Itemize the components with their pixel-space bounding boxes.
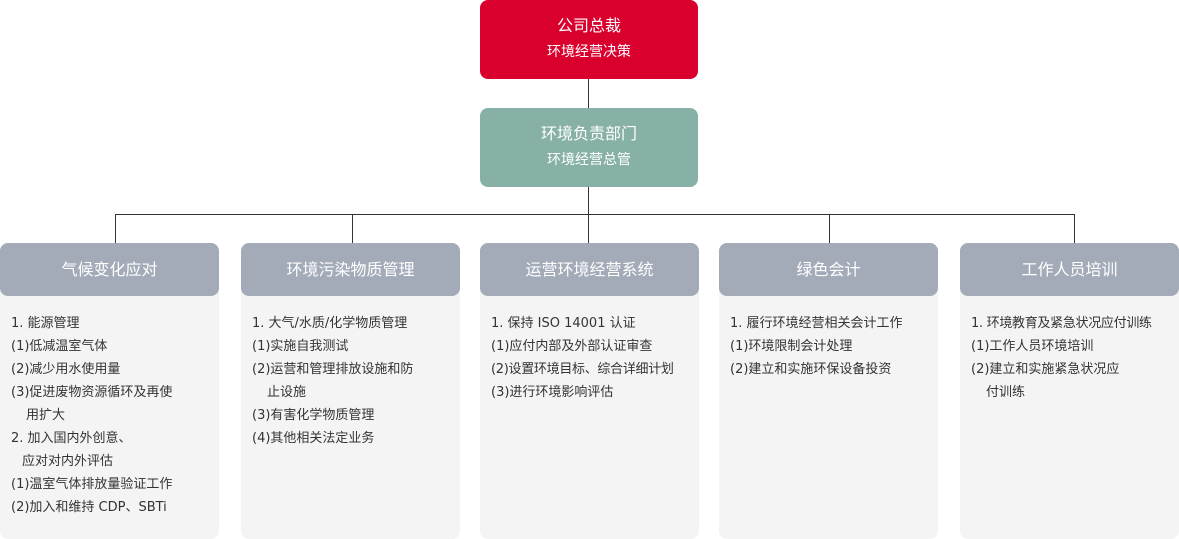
connector-drop-1 xyxy=(115,214,116,243)
list-item: (1)实施自我测试 xyxy=(252,339,349,354)
connector-drop-5 xyxy=(1074,214,1075,243)
column-title: 环境污染物质管理 xyxy=(241,243,460,296)
list-item: (3)进行环境影响评估 xyxy=(491,385,614,400)
president-box: 公司总裁 环境经营决策 xyxy=(480,0,698,79)
column-body: 1. 能源管理 (1)低减温室气体 (2)减少用水使用量 (3)促进废物资源循环… xyxy=(0,296,219,519)
list-item: (4)其他相关法定业务 xyxy=(252,431,375,446)
environment-department-box: 环境负责部门 环境经营总管 xyxy=(480,108,698,187)
list-item: 1. 保持 ISO 14001 认证 xyxy=(491,316,636,331)
list-item: 1. 履行环境经营相关会计工作 xyxy=(730,316,903,331)
list-item: (1)应付内部及外部认证审查 xyxy=(491,339,653,354)
column-pollutant-management: 环境污染物质管理 1. 大气/水质/化学物质管理 (1)实施自我测试 (2)运营… xyxy=(241,243,460,539)
list-item: (2)减少用水使用量 xyxy=(11,362,121,377)
list-item: (1)低减温室气体 xyxy=(11,339,108,354)
column-body: 1. 履行环境经营相关会计工作 (1)环境限制会计处理 (2)建立和实施环保设备… xyxy=(719,296,938,381)
column-staff-training: 工作人员培训 1. 环境教育及紧急状况应付训练 (1)工作人员环境培训 (2)建… xyxy=(960,243,1179,539)
president-title: 公司总裁 xyxy=(556,16,621,35)
list-item: 付训练 xyxy=(986,385,1026,400)
column-green-accounting: 绿色会计 1. 履行环境经营相关会计工作 (1)环境限制会计处理 (2)建立和实… xyxy=(719,243,938,539)
list-item: 用扩大 xyxy=(26,408,66,423)
list-item: 1. 大气/水质/化学物质管理 xyxy=(252,316,408,331)
list-item: 1. 能源管理 xyxy=(11,316,80,331)
list-item: (3)促进废物资源循环及再使 xyxy=(11,385,173,400)
column-title: 运营环境经营系统 xyxy=(480,243,699,296)
list-item: 应对对内外评估 xyxy=(22,454,114,469)
list-item: (2)运营和管理排放设施和防 xyxy=(252,362,414,377)
president-role: 环境经营决策 xyxy=(547,44,631,60)
list-item: (2)加入和维持 CDP、SBTi xyxy=(11,500,167,515)
connector-drop-4 xyxy=(829,214,830,243)
connector-drop-3 xyxy=(588,214,589,243)
column-title: 工作人员培训 xyxy=(960,243,1179,296)
column-title: 绿色会计 xyxy=(719,243,938,296)
list-item: (1)工作人员环境培训 xyxy=(971,339,1094,354)
connector-middle xyxy=(588,187,589,215)
column-environmental-management-system: 运营环境经营系统 1. 保持 ISO 14001 认证 (1)应付内部及外部认证… xyxy=(480,243,699,539)
list-item: (2)建立和实施环保设备投资 xyxy=(730,362,892,377)
column-body: 1. 大气/水质/化学物质管理 (1)实施自我测试 (2)运营和管理排放设施和防… xyxy=(241,296,460,450)
connector-horizontal xyxy=(115,214,1075,215)
list-item: (2)设置环境目标、综合详细计划 xyxy=(491,362,674,377)
connector-top xyxy=(588,79,589,108)
list-item: (3)有害化学物质管理 xyxy=(252,408,375,423)
list-item: 止设施 xyxy=(267,385,307,400)
department-title: 环境负责部门 xyxy=(540,124,637,143)
column-body: 1. 环境教育及紧急状况应付训练 (1)工作人员环境培训 (2)建立和实施紧急状… xyxy=(960,296,1179,404)
list-item: 1. 环境教育及紧急状况应付训练 xyxy=(971,316,1152,331)
column-body: 1. 保持 ISO 14001 认证 (1)应付内部及外部认证审查 (2)设置环… xyxy=(480,296,699,404)
list-item: (2)建立和实施紧急状况应 xyxy=(971,362,1120,377)
list-item: (1)环境限制会计处理 xyxy=(730,339,853,354)
list-item: 2. 加入国内外创意、 xyxy=(11,431,132,446)
connector-drop-2 xyxy=(352,214,353,243)
column-title: 气候变化应对 xyxy=(0,243,219,296)
department-role: 环境经营总管 xyxy=(547,152,631,168)
column-climate-change: 气候变化应对 1. 能源管理 (1)低减温室气体 (2)减少用水使用量 (3)促… xyxy=(0,243,219,539)
list-item: (1)温室气体排放量验证工作 xyxy=(11,477,173,492)
